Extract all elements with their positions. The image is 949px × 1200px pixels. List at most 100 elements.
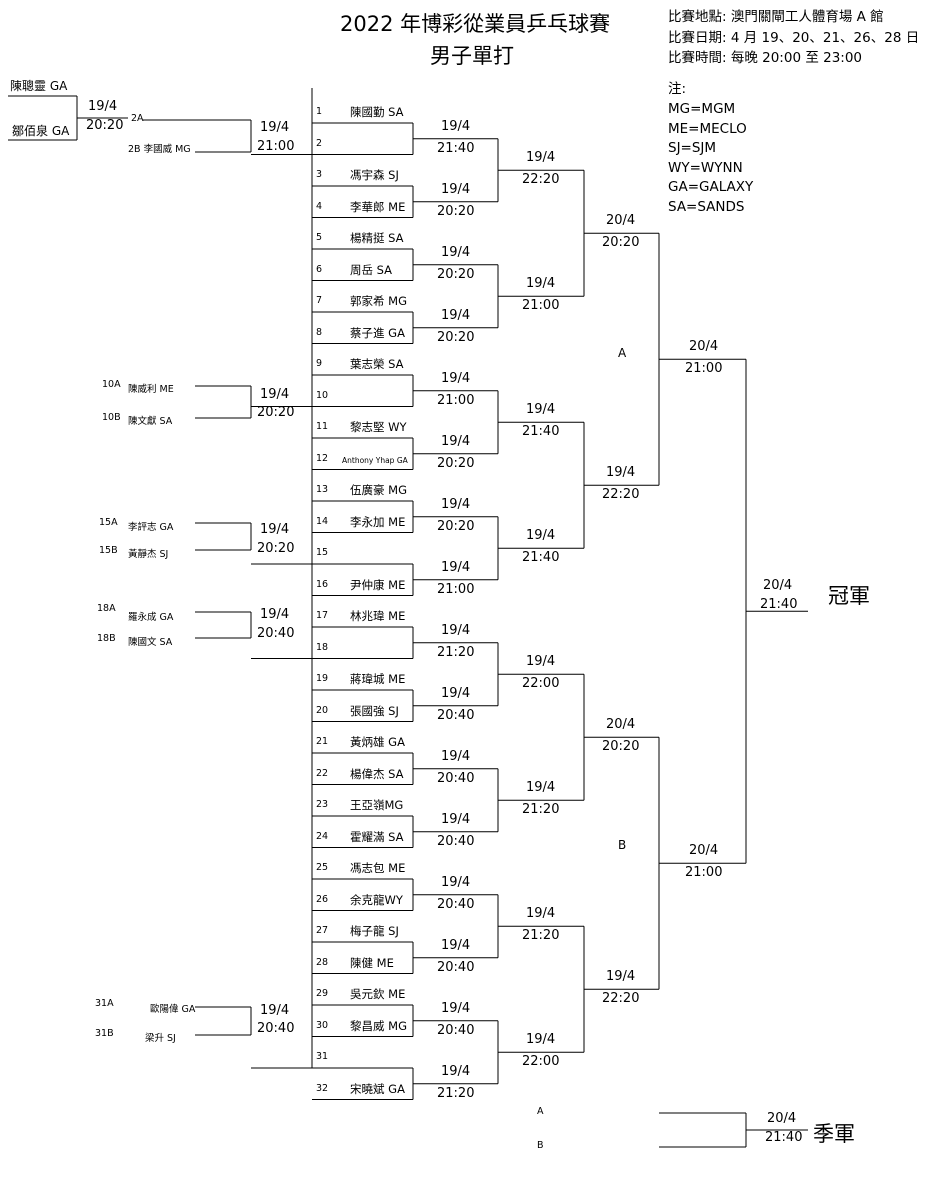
match-time: 20:20 — [437, 518, 475, 534]
player-name: 蔣瑋城 ME — [350, 672, 406, 686]
final-date: 20/4 — [763, 578, 793, 593]
match-date: 19/4 — [606, 465, 636, 481]
match-date: 19/4 — [441, 433, 471, 449]
prelim-code: 10B — [102, 412, 121, 423]
slot-number: 11 — [316, 421, 329, 432]
match-date: 19/4 — [526, 150, 556, 166]
slot-number: 19 — [316, 673, 329, 684]
prelim-player: 羅永成 GA — [128, 612, 174, 623]
match-time: 20:20 — [257, 405, 295, 420]
match-time: 21:00 — [257, 139, 295, 154]
prelim-code: 2B 李國威 MG — [128, 144, 191, 155]
match-time: 20:20 — [257, 541, 295, 556]
match-time: 22:20 — [522, 172, 560, 188]
legend-item: SA=SANDS — [668, 198, 745, 215]
player-name: 楊精挺 SA — [350, 231, 404, 245]
match-time: 22:20 — [602, 991, 640, 1007]
prelim-player: 陳文獻 SA — [128, 416, 173, 427]
match-time: 20:40 — [437, 959, 475, 975]
slot-number: 26 — [316, 893, 329, 905]
prelim-player: 陳聰靈 GA — [10, 79, 68, 93]
match-date: 20/4 — [606, 717, 636, 733]
player-name: 馮宇森 SJ — [350, 168, 399, 182]
match-time: 21:40 — [437, 140, 475, 156]
match-date: 19/4 — [526, 1032, 556, 1048]
player-name: 李永加 ME — [350, 514, 406, 529]
final-time: 21:40 — [760, 597, 798, 612]
match-date: 19/4 — [441, 937, 471, 953]
third-place-a: A — [537, 1106, 544, 1117]
player-name: 尹仲康 ME — [350, 577, 406, 592]
match-date: 19/4 — [88, 99, 118, 114]
match-date: 19/4 — [441, 370, 471, 386]
match-date: 20/4 — [689, 843, 719, 859]
match-time: 20:40 — [437, 896, 475, 912]
match-time: 20:20 — [86, 118, 124, 133]
legend-item: MG=MGM — [668, 101, 736, 117]
slot-number: 30 — [316, 1019, 329, 1031]
champion-label: 冠軍 — [828, 584, 870, 608]
slot-number: 2 — [316, 137, 323, 149]
match-time: 21:00 — [522, 298, 560, 314]
legend-item: WY=WYNN — [668, 159, 743, 176]
match-date: 19/4 — [441, 118, 471, 134]
slot-number: 17 — [316, 610, 329, 621]
legend-item: SJ=SJM — [668, 140, 717, 156]
third-place-b: B — [537, 1140, 544, 1151]
venue-info: 比賽地點: 澳門關閘工人體育場 A 館 — [668, 9, 884, 25]
match-time: 20:20 — [437, 455, 475, 471]
match-date: 19/4 — [526, 276, 556, 292]
prelim-player: 黃靜杰 SJ — [128, 549, 169, 560]
match-time: 20:20 — [437, 203, 475, 219]
slot-number: 10 — [316, 389, 329, 401]
player-name: 吳元欽 ME — [350, 987, 406, 1001]
legend-item: GA=GALAXY — [668, 179, 754, 195]
match-date: 19/4 — [441, 811, 471, 827]
match-time: 21:20 — [522, 802, 560, 818]
match-time: 21:40 — [522, 424, 560, 440]
match-time: 22:20 — [602, 487, 640, 503]
match-date: 20/4 — [689, 339, 719, 355]
match-time: 20:40 — [257, 626, 295, 641]
match-date: 19/4 — [526, 654, 556, 670]
slot-number: 28 — [316, 956, 329, 968]
prelim-player: 陳威利 ME — [128, 384, 174, 395]
third-place-label: 季軍 — [813, 1122, 855, 1146]
time-info: 比賽時間: 每晚 20:00 至 23:00 — [668, 50, 863, 66]
player-name: 陳國勤 SA — [350, 105, 404, 119]
match-date: 19/4 — [441, 1063, 471, 1079]
half-label-a: A — [618, 346, 627, 360]
player-name: 霍耀滿 SA — [350, 829, 404, 844]
prelim-code: 31B — [95, 1028, 114, 1039]
player-name: 陳健 ME — [350, 955, 394, 970]
slot-number: 6 — [316, 263, 323, 275]
third-place-time: 21:40 — [765, 1130, 803, 1145]
third-place-date: 20/4 — [767, 1111, 797, 1126]
match-date: 19/4 — [260, 120, 290, 135]
slot-number: 13 — [316, 484, 329, 495]
match-date: 19/4 — [441, 181, 471, 197]
match-date: 19/4 — [526, 780, 556, 796]
slot-number: 32 — [316, 1082, 329, 1094]
match-date: 19/4 — [260, 607, 290, 622]
prelim-player: 鄒佰泉 GA — [12, 124, 70, 138]
match-date: 19/4 — [260, 1003, 290, 1018]
match-date: 19/4 — [441, 496, 471, 512]
prelim-code: 10A — [102, 379, 121, 390]
slot-number: 24 — [316, 830, 329, 842]
match-date: 19/4 — [441, 622, 471, 638]
player-name: 黃炳雄 GA — [350, 735, 405, 749]
slot-number: 7 — [316, 295, 323, 306]
prelim-player: 歐陽偉 GA — [150, 1004, 196, 1015]
player-name: 周岳 SA — [350, 262, 393, 277]
match-date: 19/4 — [441, 685, 471, 701]
match-time: 20:40 — [437, 1022, 475, 1038]
page-subtitle: 男子單打 — [430, 44, 514, 68]
match-time: 21:00 — [685, 361, 723, 377]
match-date: 19/4 — [260, 522, 290, 537]
match-date: 19/4 — [606, 969, 636, 985]
prelim-player: 陳國文 SA — [128, 637, 173, 648]
slot-number: 15 — [316, 547, 329, 558]
slot-number: 27 — [316, 925, 329, 936]
match-time: 20:20 — [602, 739, 640, 755]
